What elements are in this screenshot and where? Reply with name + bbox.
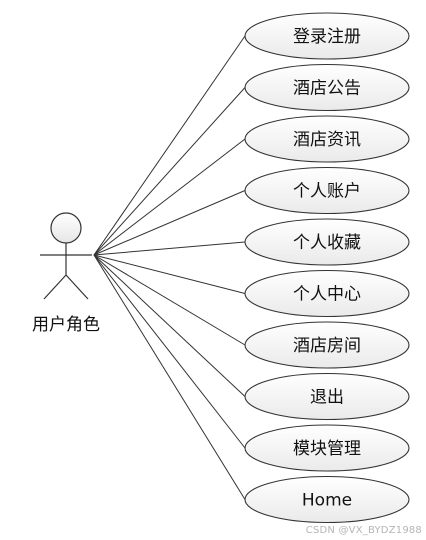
use-case: 个人账户 [244,166,410,215]
use-case: 酒店资讯 [244,115,410,163]
use-case-ellipse [244,321,410,369]
association-line [93,138,246,256]
association-line [93,254,246,294]
actor-left-leg [43,274,67,300]
use-case-ellipse [244,372,410,421]
use-case-ellipse [244,63,410,112]
use-case-label: 个人账户 [293,182,361,202]
association-line [93,254,246,449]
association-line [93,254,246,397]
use-case-label: 退出 [310,388,344,408]
use-case-ellipse [244,424,410,472]
use-case-ellipse [244,269,410,318]
use-case-ellipse [244,166,410,215]
association-line [93,241,246,256]
use-case: 个人收藏 [244,218,410,266]
association-line [93,87,246,256]
actor-right-leg [65,274,89,300]
use-case-label: 酒店资讯 [293,130,361,150]
actor-head [50,212,82,244]
use-case-ellipse [244,218,410,266]
association-line [93,254,246,500]
watermark: CSDN @VX_BYDZ1988 [305,525,422,536]
use-case: 模块管理 [244,424,410,472]
association-line [93,190,246,256]
use-case: 退出 [244,372,410,421]
use-case-label: 酒店公告 [293,79,361,99]
association-line [93,35,246,256]
association-lines [93,35,246,500]
use-case-label: Home [302,491,352,511]
association-line [93,254,246,346]
use-case: Home [244,475,410,524]
use-case-label: 模块管理 [293,439,361,459]
use-case-label: 酒店房间 [293,336,361,356]
use-case-label: 个人收藏 [293,233,361,253]
use-case-label: 个人中心 [293,285,361,305]
actor: 用户角色 [32,212,100,335]
use-case-ellipse [244,115,410,163]
use-case: 登录注册 [244,12,410,60]
actor-label: 用户角色 [32,315,100,335]
use-case: 酒店公告 [244,63,410,112]
use-case: 酒店房间 [244,321,410,369]
use-case-label: 登录注册 [293,27,361,47]
use-case-ellipse [244,12,410,60]
use-case: 个人中心 [244,269,410,318]
use-case-ellipse [244,475,410,524]
